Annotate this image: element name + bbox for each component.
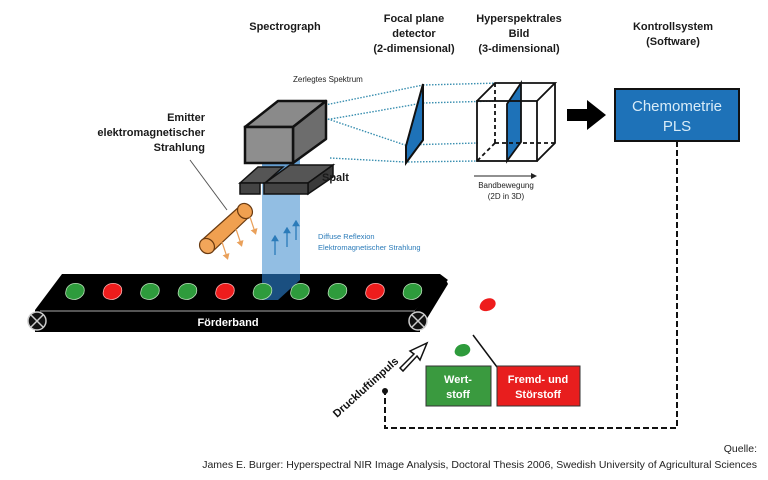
label-bandbewegung: Bandbewegung	[478, 181, 534, 190]
label-zerlegtes-spektrum: Zerlegtes Spektrum	[293, 75, 363, 84]
belt-item-red	[102, 283, 123, 300]
bin-wertstoff-line: Wert-	[444, 374, 472, 386]
label-emitter-line: elektromagnetischer	[97, 127, 205, 139]
header-focal-plane-line: Focal plane	[384, 13, 445, 25]
belt-item-green	[290, 283, 310, 300]
slit	[238, 163, 336, 196]
belt-item-green	[252, 283, 273, 300]
chemometrie-label: Chemometrie	[632, 98, 722, 115]
label-spalt: Spalt	[322, 172, 349, 184]
header-focal-plane-line: detector	[392, 28, 436, 40]
bin-stoerstoff-line: Störstoff	[515, 389, 561, 401]
label-druckluftimpuls: Druckluftimpuls	[331, 355, 401, 420]
spectrograph-box	[243, 99, 328, 165]
flow-arrow-icon	[567, 100, 606, 130]
source-citation: James E. Burger: Hyperspectral NIR Image…	[202, 459, 757, 471]
header-hyperspectral-line: (3-dimensional)	[478, 43, 560, 55]
label-emitter-line: Strahlung	[154, 142, 205, 154]
focal-plane-detector	[405, 83, 424, 167]
belt-item-green	[327, 283, 348, 300]
header-spectrograph: Spectrograph	[249, 21, 321, 33]
header-control: Kontrollsystem (Software)	[633, 21, 713, 48]
label-diffuse-reflexion: Diffuse Reflexion	[318, 232, 375, 241]
header-hyperspectral: Hyperspektrales Bild (3-dimensional)	[476, 13, 562, 55]
bin-wertstoff: Wert- stoff	[425, 365, 492, 407]
header-hyperspectral-line: Hyperspektrales	[476, 13, 562, 25]
belt-item-green	[140, 283, 160, 300]
falling-item-red	[479, 298, 496, 312]
header-hyperspectral-line: Bild	[509, 28, 530, 40]
pls-label: PLS	[663, 118, 691, 135]
bin-stoerstoff: Fremd- und Störstoff	[496, 365, 581, 407]
roller-right	[408, 311, 428, 331]
emitter-rays	[221, 216, 258, 260]
label-bandbewegung-sub: (2D in 3D)	[488, 192, 525, 201]
air-pulse-arrow-icon	[398, 341, 429, 373]
header-control-line: Kontrollsystem	[633, 21, 713, 33]
header-focal-plane-line: (2-dimensional)	[373, 43, 455, 55]
control-signal-line	[384, 141, 678, 429]
label-diffuse-strahlung: Elektromagnetischer Strahlung	[318, 243, 421, 252]
falling-item-green	[454, 344, 471, 357]
source-label: Quelle:	[724, 443, 757, 455]
belt-item-green	[65, 283, 85, 300]
bin-wertstoff-line: stoff	[446, 389, 470, 401]
label-emitter: Emitter elektromagnetischer Strahlung	[97, 112, 205, 154]
belt-item-green	[402, 283, 423, 300]
separator-flap	[472, 334, 498, 368]
belt-items	[65, 283, 423, 300]
header-control-line: (Software)	[646, 36, 700, 48]
hyperspectral-cube	[476, 80, 558, 164]
label-foerderband: Förderband	[197, 317, 258, 329]
emitter-pointer-line	[189, 159, 228, 211]
bin-stoerstoff-line: Fremd- und	[508, 374, 569, 386]
signal-endpoint	[382, 388, 388, 394]
conveyor-belt	[35, 274, 448, 332]
header-focal-plane: Focal plane detector (2-dimensional)	[373, 13, 455, 55]
belt-item-red	[365, 283, 385, 300]
reflection-arrows	[271, 219, 300, 255]
belt-item-green	[177, 283, 198, 300]
roller-left	[27, 311, 47, 331]
belt-item-red	[215, 283, 235, 300]
emitter-lamp	[198, 202, 254, 255]
label-emitter-line: Emitter	[167, 112, 206, 124]
chemometrie-box[interactable]: Chemometrie PLS	[614, 88, 740, 142]
